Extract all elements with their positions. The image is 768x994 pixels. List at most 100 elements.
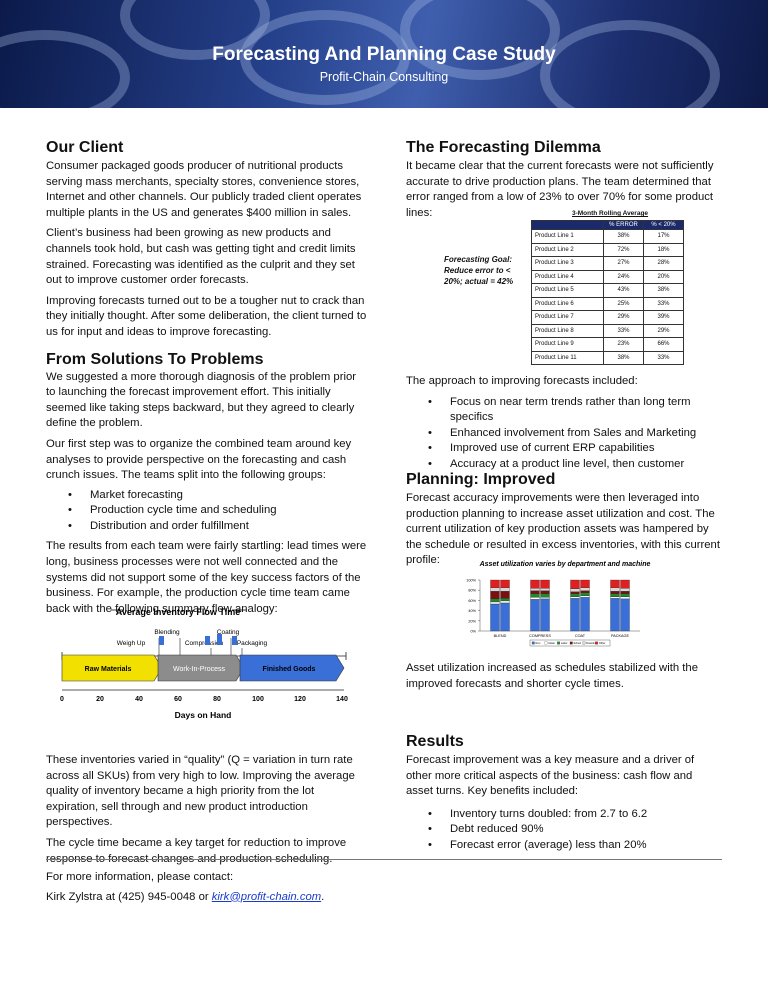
client-heading: Our Client — [46, 139, 124, 156]
table-cell: Product Line 1 — [531, 229, 604, 244]
table-header-cell — [531, 220, 604, 230]
bar-segment-clean — [580, 595, 590, 598]
approach-list: Focus on near term trends rather than lo… — [406, 395, 722, 473]
list-item: Improved use of current ERP capabilities — [406, 441, 722, 457]
bar-segment-labor — [620, 593, 630, 597]
legend-swatch — [595, 641, 598, 645]
table-cell: 24% — [603, 269, 644, 284]
tick-label: 20 — [96, 696, 104, 703]
y-tick-label: 0% — [471, 630, 477, 634]
table-cell: 20% — [643, 269, 684, 284]
page-title: Forecasting And Planning Case Study — [212, 44, 556, 65]
bar-segment-sched — [580, 590, 590, 593]
bar-segment-downtime — [620, 588, 630, 592]
table-header-cell: % ERROR — [603, 220, 644, 230]
list-item: Distribution and order fulfillment — [46, 519, 368, 535]
flow-x-label: Days on Hand — [175, 710, 232, 720]
stage-label-finished-goods: Finished Goods — [263, 666, 316, 673]
results-heading: Results — [406, 733, 464, 750]
bar-segment-sched — [530, 590, 540, 594]
list-item: Production cycle time and scheduling — [46, 503, 368, 519]
bar-segment-labor — [580, 592, 590, 596]
tick-label: 120 — [294, 696, 306, 703]
bar-segment-run — [570, 598, 580, 632]
category-label: COMPRESS — [529, 634, 551, 638]
bar-segment-other — [530, 579, 540, 589]
flow-title: Average Inventory Flow Time — [116, 607, 241, 617]
table-cell: Product Line 3 — [531, 256, 604, 271]
legend-label: Clean — [548, 641, 555, 645]
footer: For more information, please contact: Ki… — [46, 870, 722, 905]
bar-segment-downtime — [570, 588, 580, 592]
table-cell: 28% — [643, 256, 684, 271]
page-subtitle: Profit-Chain Consulting — [319, 70, 449, 84]
bar-segment-downtime — [490, 587, 500, 592]
table-cell: 72% — [603, 242, 644, 257]
bar-segment-clean — [620, 596, 630, 600]
table-cell: 33% — [643, 296, 684, 311]
results-section: Results Forecast improvement was a key m… — [406, 732, 722, 854]
bar-segment-other — [580, 579, 590, 588]
list-item: Inventory turns doubled: from 2.7 to 6.2 — [406, 807, 722, 823]
chain-link-graphic — [540, 20, 720, 108]
approach-section: The approach to improving forecasts incl… — [406, 374, 722, 473]
bar-segment-downtime — [610, 587, 620, 592]
table-cell: Product Line 6 — [531, 296, 604, 311]
stage-label-wip: Work-In-Process — [173, 666, 225, 673]
table-header-row: % ERROR % < 20% — [531, 220, 684, 230]
table-cell: 17% — [643, 229, 684, 244]
bar-segment-clean — [540, 597, 550, 600]
tick-label: 140 — [336, 696, 348, 703]
asset-utilization-chart: Asset utilization varies by department a… — [466, 561, 651, 647]
table-header-cell: % < 20% — [643, 220, 684, 230]
left-column-top: Our Client Consumer packaged goods produ… — [46, 138, 368, 617]
email-link[interactable]: kirk@profit-chain.com — [211, 890, 322, 903]
bar-segment-downtime — [500, 587, 510, 592]
bar-segment-other — [620, 579, 630, 589]
table-cell: 38% — [603, 350, 644, 365]
solutions-paragraph-1: We suggested a more thorough diagnosis o… — [46, 370, 357, 430]
bar-segment-downtime — [530, 588, 540, 591]
tick-label: 40 — [135, 696, 143, 703]
bar-segment-clean — [610, 596, 620, 599]
y-tick-label: 60% — [468, 599, 476, 603]
dilemma-section: The Forecasting Dilemma It became clear … — [406, 138, 722, 221]
legend-swatch — [544, 641, 548, 645]
bar-segment-labor — [500, 598, 510, 602]
approach-intro: The approach to improving forecasts incl… — [406, 375, 638, 387]
bar-segment-other — [610, 579, 620, 588]
table-cell: Product Line 7 — [531, 310, 604, 325]
bar-segment-clean — [490, 601, 500, 605]
step-marker — [217, 634, 222, 645]
chart-title: Asset utilization varies by department a… — [479, 561, 651, 568]
table-cell: 27% — [603, 256, 644, 271]
header-banner: Forecasting And Planning Case Study Prof… — [0, 0, 768, 108]
table-cell: 38% — [603, 229, 644, 244]
y-tick-label: 100% — [466, 579, 476, 583]
table-cell: 29% — [603, 310, 644, 325]
bar-segment-labor — [490, 598, 500, 603]
table-cell: 18% — [643, 242, 684, 257]
dilemma-paragraph: It became clear that the current forecas… — [406, 160, 714, 219]
bar-segment-labor — [610, 593, 620, 597]
list-item: Enhanced involvement from Sales and Mark… — [406, 426, 722, 442]
solutions-paragraph-3: The results from each team were fairly s… — [46, 540, 367, 615]
legend-label: Other — [599, 641, 606, 645]
planning-paragraph-1: Forecast accuracy improvements were then… — [406, 492, 720, 567]
bar-segment-sched — [620, 591, 630, 594]
table-cell: Product Line 2 — [531, 242, 604, 257]
bar-segment-sched — [610, 591, 620, 594]
bar-segment-run — [500, 602, 510, 632]
y-tick-label: 80% — [468, 589, 476, 593]
list-item: Focus on near term trends rather than lo… — [406, 395, 722, 426]
client-paragraph-1: Consumer packaged goods producer of nutr… — [46, 160, 362, 219]
step-label-coating: Coating — [217, 629, 240, 636]
solutions-paragraph-2: Our first step was to organize the combi… — [46, 437, 352, 482]
legend-label: Downtime — [586, 641, 598, 645]
